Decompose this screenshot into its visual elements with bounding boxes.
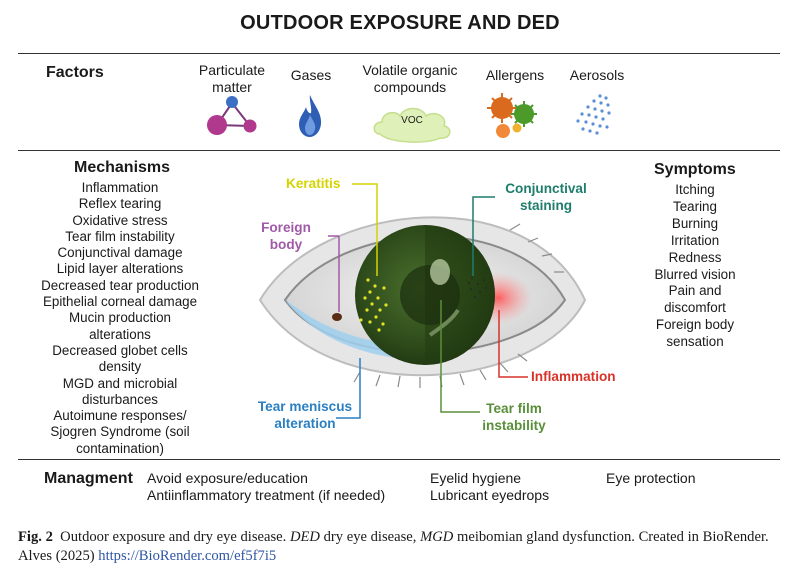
list-item: Irritation [670, 232, 720, 248]
figure-caption: Fig. 2 Outdoor exposure and dry eye dise… [18, 529, 769, 564]
list-item: disturbances [82, 391, 158, 407]
mechanisms-heading: Mechanisms [74, 159, 171, 176]
list-item: Avoid exposure/education [147, 470, 308, 486]
conjunctival-staining-label: Conjunctival staining [505, 181, 587, 213]
list-item: MGD and microbial [62, 375, 178, 391]
list-item: discomfort [664, 300, 726, 316]
list-item: Pain and [668, 283, 722, 299]
list-item: Blurred vision [654, 266, 736, 282]
list-item: Eye protection [606, 470, 696, 486]
list-item: Inflammation [81, 180, 159, 195]
keratitis-label: Keratitis [286, 176, 341, 191]
pollen-icon [487, 93, 537, 138]
top-divider [18, 53, 780, 54]
factor-gases-label: Gases [290, 67, 332, 83]
particulate-matter-icon [207, 96, 257, 135]
list-item: Sjogren Syndrome (soil [50, 424, 190, 440]
list-item: Tearing [673, 198, 717, 214]
inflammation-label: Inflammation [531, 369, 616, 384]
voc-badge: VOC [401, 115, 423, 126]
management-heading: Managment [44, 470, 133, 487]
list-item: Foreign body [655, 317, 735, 333]
foreign-body-label: Foreign body [261, 220, 311, 252]
management-divider [18, 459, 780, 460]
list-item: contamination) [76, 440, 164, 456]
list-item: Conjunctival damage [57, 245, 183, 261]
factors-divider [18, 150, 780, 151]
list-item: Burning [671, 215, 719, 231]
list-item: Eyelid hygiene [430, 470, 522, 486]
symptoms-list: Itching Tearing Burning Irritation Redne… [620, 182, 770, 351]
management-col3: Eye protection [606, 470, 696, 487]
factor-particulate-label: Particulate matter [198, 62, 266, 95]
list-item: density [98, 359, 142, 375]
flame-icon [299, 95, 322, 137]
aerosol-spray-icon [576, 94, 611, 135]
factor-allergens-label: Allergens [485, 67, 545, 83]
management-col1: Avoid exposure/education Antiinflammator… [147, 470, 385, 504]
tear-film-label: Tear film instability [482, 401, 546, 433]
caption-link[interactable]: https://BioRender.com/ef5f7i5 [98, 548, 277, 564]
list-item: Epithelial corneal damage [42, 294, 198, 310]
list-item: Tear film instability [65, 228, 175, 244]
list-item: Autoimune responses/ [53, 408, 187, 424]
list-item: Reflex tearing [78, 196, 162, 212]
eye-illustration [258, 183, 587, 419]
list-item: alterations [89, 326, 151, 342]
list-item: Lubricant eyedrops [430, 487, 550, 503]
list-item: Redness [668, 249, 722, 265]
list-item: Oxidative stress [72, 212, 168, 228]
caption-label: Fig. 2 [18, 529, 53, 545]
list-item: Decreased globet cells [52, 342, 188, 358]
list-item: Antiinflammatory treatment (if needed) [147, 487, 386, 503]
list-item: Mucin production [69, 310, 171, 326]
mechanisms-list: Inflammation Reflex tearing Oxidative st… [18, 180, 222, 457]
tear-meniscus-label: Tear meniscus alteration [257, 399, 353, 431]
list-item: Decreased tear production [41, 277, 199, 293]
voc-cloud-icon: VOC [370, 100, 454, 144]
symptoms-heading: Symptoms [654, 161, 736, 178]
factor-aerosols-label: Aerosols [569, 67, 625, 83]
list-item: Itching [675, 182, 715, 197]
list-item: sensation [666, 334, 724, 350]
list-item: Lipid layer alterations [56, 261, 184, 277]
factor-voc-label: Volatile organic compounds [362, 62, 458, 95]
management-col2: Eyelid hygiene Lubricant eyedrops [430, 470, 549, 504]
factors-heading: Factors [46, 64, 104, 81]
figure-title: OUTDOOR EXPOSURE AND DED [240, 12, 560, 34]
